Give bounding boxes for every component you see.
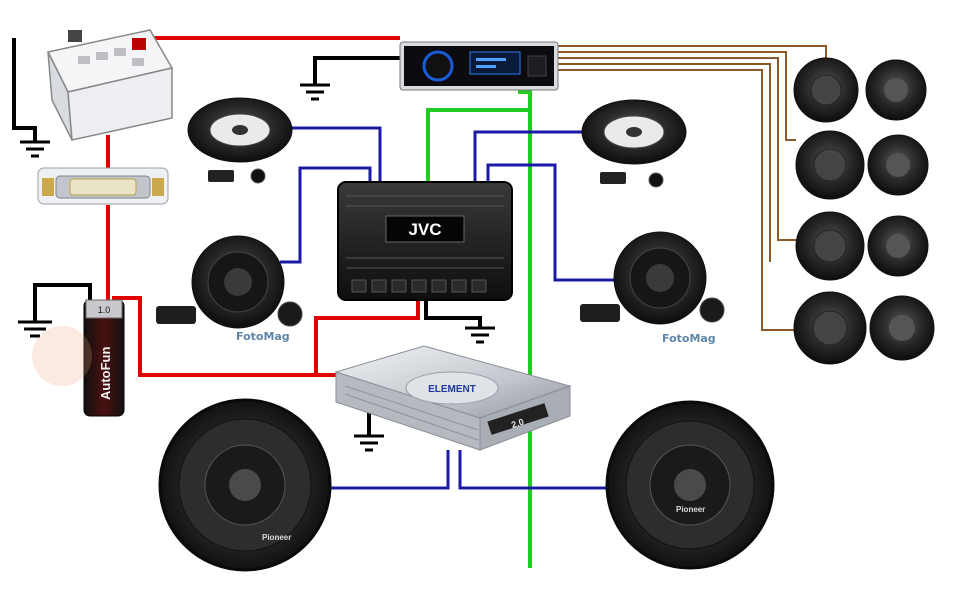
headunit-display xyxy=(469,51,521,75)
speaker-wire-right-sub xyxy=(458,450,608,490)
ground-wire-jvc-amp xyxy=(424,300,482,328)
speaker-wire-left-tweeter xyxy=(290,126,382,182)
right-subwoofer-brand: Pioneer xyxy=(676,505,705,514)
jvc-amp-brand: JVC xyxy=(408,220,441,239)
ground-symbol-battery xyxy=(20,140,50,158)
ground-wire-headunit xyxy=(313,56,400,85)
car-battery xyxy=(46,29,174,141)
jvc-amplifier: JVC xyxy=(337,181,513,301)
rear-speakers xyxy=(793,57,935,365)
ground-symbol-mono-amp xyxy=(354,434,384,452)
ground-wires xyxy=(12,38,482,436)
rear-speaker-pair-1 xyxy=(793,57,927,123)
power-wire-to-amplifier xyxy=(314,300,420,375)
rear-speaker-pair-2 xyxy=(795,130,929,200)
mono-amp-model: 2.0 xyxy=(510,417,525,430)
right-component-set: FotoMag xyxy=(580,99,725,345)
fuse-holder xyxy=(37,167,169,205)
left-crossover-small xyxy=(208,170,234,182)
left-tweeter-small xyxy=(250,168,266,184)
ground-wire-capacitor xyxy=(33,283,92,322)
rear-speaker-pair-4 xyxy=(793,291,935,365)
power-wire-capacitor-link xyxy=(112,296,340,377)
head-unit xyxy=(399,41,559,91)
left-tweeter xyxy=(277,301,303,327)
left-subwoofer: Pioneer xyxy=(158,398,332,572)
headunit-volume-knob xyxy=(422,50,454,82)
ground-symbol-headunit xyxy=(300,83,330,101)
ground-symbol-jvc-amp xyxy=(465,326,495,344)
ground-symbols xyxy=(18,83,495,452)
watermark-left: FotoMag xyxy=(236,330,290,343)
speaker-wire-left-mid xyxy=(280,166,372,264)
battery-terminal-positive xyxy=(132,38,146,50)
left-crossover xyxy=(156,306,196,324)
right-crossover xyxy=(580,304,620,322)
rear-wire-5 xyxy=(558,69,796,331)
left-subwoofer-brand: Pioneer xyxy=(262,533,291,542)
left-component-set: FotoMag xyxy=(156,97,303,343)
rear-wire-1 xyxy=(558,45,827,58)
speaker-wire-left-sub xyxy=(325,450,450,490)
rear-wire-2 xyxy=(558,51,796,141)
mono-amp-brand: ELEMENT xyxy=(428,384,476,395)
capacitor-value: 1.0 xyxy=(98,305,111,315)
watermark-circle xyxy=(32,326,92,386)
ground-symbol-capacitor xyxy=(18,320,52,338)
capacitor: 1.0 AutoFun xyxy=(83,299,125,417)
right-crossover-small xyxy=(600,172,626,184)
battery-terminal-negative xyxy=(68,30,82,42)
power-wires xyxy=(106,36,420,377)
speaker-wire-right-mid xyxy=(486,163,620,282)
ground-wire-battery xyxy=(12,38,37,142)
speaker-wires xyxy=(280,126,620,490)
right-subwoofer: Pioneer xyxy=(605,400,775,570)
right-tweeter xyxy=(699,297,725,323)
mono-amplifier: ELEMENT 2.0 xyxy=(334,345,572,451)
rear-wire-4 xyxy=(558,63,771,262)
rear-speaker-pair-3 xyxy=(795,211,929,281)
rear-speaker-wires xyxy=(558,45,827,331)
watermark-right: FotoMag xyxy=(662,332,716,345)
capacitor-brand: AutoFun xyxy=(98,347,113,400)
rear-wire-3 xyxy=(558,57,796,241)
right-tweeter-small xyxy=(648,172,664,188)
speaker-wire-right-tweeter xyxy=(473,130,585,182)
rca-wire-to-mono-amp xyxy=(518,85,532,568)
